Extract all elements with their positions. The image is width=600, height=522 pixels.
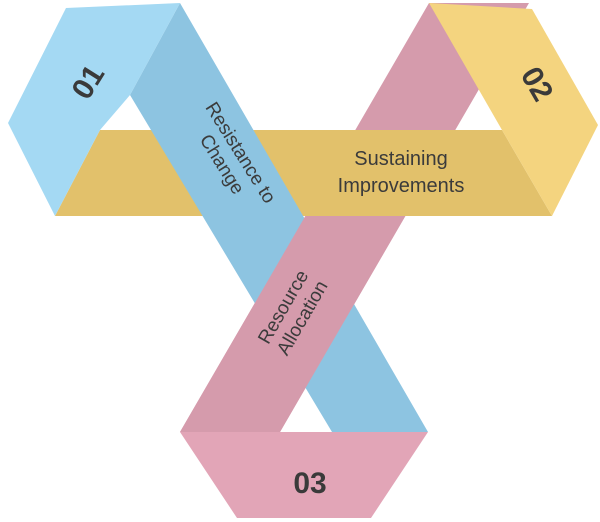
gold-cap-02 bbox=[429, 3, 598, 216]
blue-band bbox=[130, 3, 428, 432]
label-sustaining-line1: Sustaining bbox=[354, 148, 447, 170]
pink-cap-03 bbox=[180, 432, 428, 518]
step-number-03: 03 bbox=[293, 467, 326, 500]
label-sustaining-line2: Improvements bbox=[338, 175, 465, 197]
pink-band-overlap bbox=[180, 216, 406, 432]
blue-cap-01 bbox=[8, 3, 180, 216]
gold-band bbox=[55, 130, 552, 216]
